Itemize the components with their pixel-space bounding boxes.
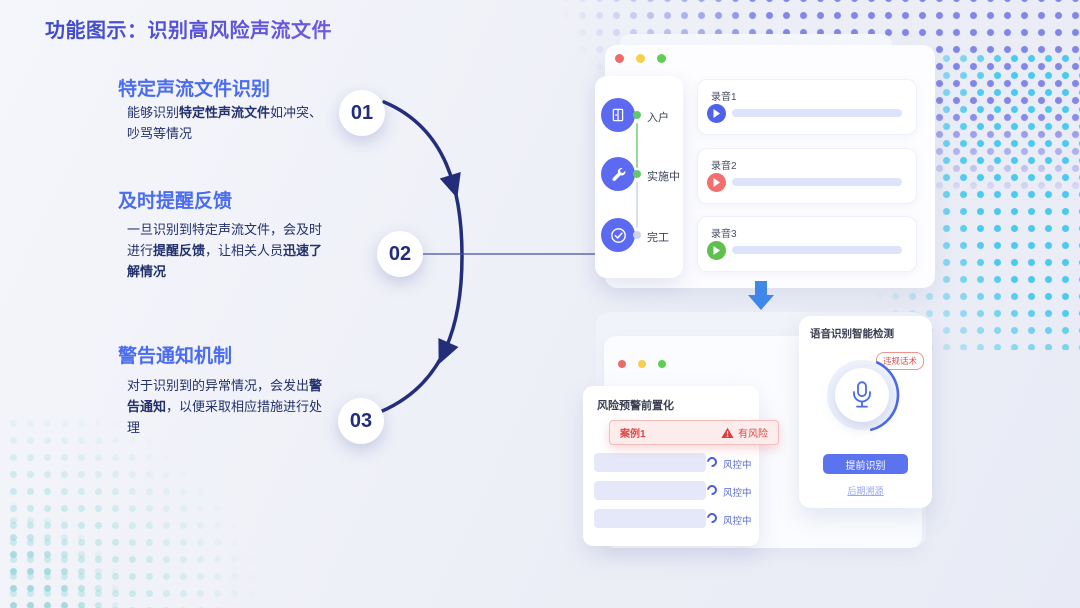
feature-3-heading: 警告通知机制	[118, 346, 233, 367]
text-segment-bold: 迅速了解情况	[127, 243, 323, 279]
play-button[interactable]	[707, 104, 726, 123]
trace-later-link[interactable]: 后期溯源	[847, 486, 884, 496]
play-button[interactable]	[707, 173, 726, 192]
text-segment: 一旦识别到特定声流文件，会及时进行	[127, 222, 323, 258]
maximize-dot-icon	[657, 54, 666, 63]
arrowhead-down-icon	[439, 172, 461, 199]
recording-card: 录音2	[697, 148, 917, 204]
window-traffic-lights	[615, 54, 666, 63]
step-label: 实施中	[647, 171, 680, 183]
timeline-line-green	[636, 123, 638, 168]
workflow-steps-panel: 入户 实施中 完工	[595, 76, 683, 278]
door-icon	[612, 108, 624, 122]
text-segment: 能够识别	[127, 105, 180, 120]
spinner-icon	[704, 510, 720, 526]
check-icon	[610, 227, 626, 243]
case-bar	[594, 509, 706, 528]
case-label: 案例1	[620, 429, 646, 440]
violation-badge: 违规话术	[875, 352, 924, 370]
case-bar	[594, 453, 706, 472]
step-label: 完工	[647, 232, 669, 244]
risk-alert-status: 有风险	[738, 429, 768, 440]
step-complete[interactable]	[601, 218, 635, 252]
window-traffic-lights	[618, 360, 666, 368]
step-in-progress[interactable]	[601, 157, 635, 191]
timeline-line-gray	[636, 182, 638, 228]
voice-detection-card: 语音识别智能检测 违规话术 提前识别 后期溯源	[799, 316, 932, 508]
audio-progress-bar[interactable]	[732, 109, 902, 117]
step-number-01: 01	[339, 90, 385, 136]
halftone-dots-bottom-left	[0, 415, 258, 608]
minimize-dot-icon	[636, 54, 645, 63]
step-number-02: 02	[377, 231, 423, 277]
risk-status-label: 风控中	[723, 488, 752, 499]
text-segment: 如冲突、吵骂等情况	[127, 105, 323, 141]
status-dot-green	[633, 111, 641, 119]
risk-warning-card: 风险预警前置化 风控中 风控中 风控中	[583, 386, 759, 546]
maximize-dot-icon	[658, 360, 666, 368]
close-dot-icon	[615, 54, 624, 63]
mic-button[interactable]	[835, 368, 889, 422]
risk-status-label: 风控中	[723, 516, 752, 527]
play-icon	[713, 109, 720, 118]
risk-status-label: 风控中	[723, 460, 752, 471]
play-icon	[713, 178, 720, 187]
recording-label: 录音3	[711, 229, 737, 240]
feature-3-description: 对于识别到的异常情况，会发出警告通知，以便采取相应措施进行处理	[127, 375, 333, 438]
risk-alert-row[interactable]: 案例1 有风险	[609, 420, 779, 445]
halftone-dots-bottom-left-dark	[0, 495, 148, 608]
minimize-dot-icon	[638, 360, 646, 368]
spinner-icon	[704, 454, 720, 470]
warning-triangle-icon	[721, 427, 734, 438]
audio-progress-bar[interactable]	[732, 246, 902, 254]
page-title: 功能图示：识别高风险声流文件	[45, 14, 332, 43]
case-bar	[594, 481, 706, 500]
play-icon	[713, 246, 720, 255]
down-arrow-icon	[748, 281, 774, 310]
feature-2-description: 一旦识别到特定声流文件，会及时进行提醒反馈，让相关人员迅速了解情况	[127, 219, 333, 282]
text-segment: ，让相关人员	[205, 243, 284, 258]
card-title: 语音识别智能检测	[810, 328, 894, 340]
card-title: 风险预警前置化	[597, 400, 674, 412]
text-segment-bold: 特定性声流文件	[179, 105, 271, 120]
recording-card: 录音1	[697, 79, 917, 135]
feature-1-heading: 特定声流文件识别	[118, 79, 271, 100]
recording-card: 录音3	[697, 216, 917, 272]
step-number-03: 03	[338, 398, 384, 444]
feature-2-heading: 及时提醒反馈	[118, 191, 233, 212]
spinner-icon	[704, 482, 720, 498]
step-entry[interactable]	[601, 98, 635, 132]
identify-early-button[interactable]: 提前识别	[823, 454, 908, 474]
microphone-icon	[853, 381, 871, 408]
step-label: 入户	[647, 112, 669, 124]
play-button[interactable]	[707, 241, 726, 260]
text-segment: 对于识别到的异常情况，会发出	[127, 378, 310, 393]
audio-progress-bar[interactable]	[732, 178, 902, 186]
recording-label: 录音2	[711, 161, 737, 172]
status-dot-gray	[633, 231, 641, 239]
feature-1-description: 能够识别特定性声流文件如冲突、吵骂等情况	[127, 102, 333, 144]
recording-label: 录音1	[711, 92, 737, 103]
arrowhead-down-left-icon	[438, 338, 459, 365]
progress-arc-icon	[870, 361, 900, 432]
text-segment-bold: 提醒反馈	[153, 243, 206, 258]
close-dot-icon	[618, 360, 626, 368]
wrench-icon	[612, 168, 626, 181]
text-segment: ，以便采取相应措施进行处理	[127, 399, 323, 435]
status-dot-green	[633, 170, 641, 178]
text-segment-bold: 警告通知	[127, 378, 323, 414]
